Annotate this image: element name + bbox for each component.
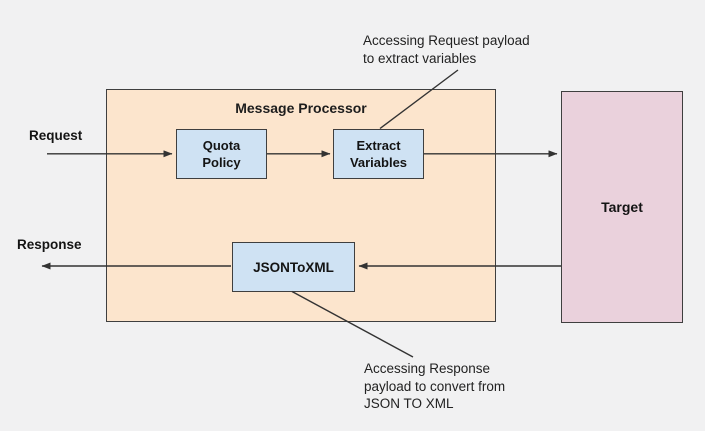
json-to-xml-label: JSONToXML [253,259,334,275]
extract-variables-label: Extract Variables [349,138,408,170]
annotation-request-payload: Accessing Request payload to extract var… [363,33,530,66]
target-label: Target [601,198,643,215]
target-node: Target [561,91,683,323]
request-label: Request [29,128,83,143]
json-to-xml-node: JSONToXML [232,242,355,292]
quota-policy-node: Quota Policy [176,129,267,179]
annotation-response-payload: Accessing Response payload to convert fr… [364,361,506,411]
message-processor-title: Message Processor [235,100,367,116]
quota-policy-label: Quota Policy [202,138,241,170]
extract-variables-node: Extract Variables [333,129,424,179]
response-label: Response [17,237,82,252]
